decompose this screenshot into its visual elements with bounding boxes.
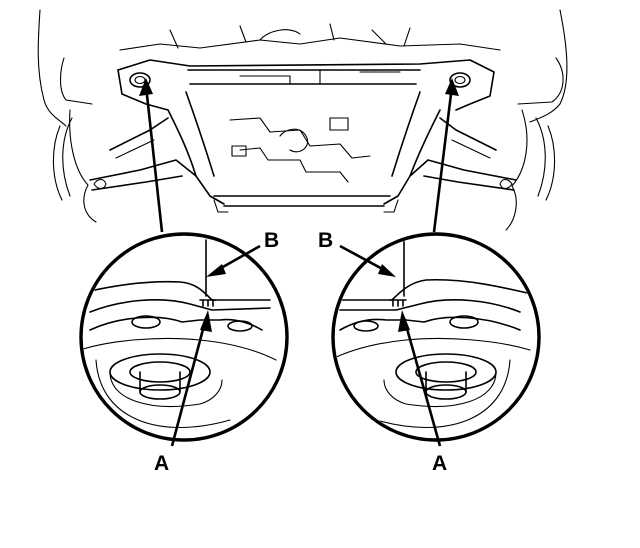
- label-left-top: B: [264, 229, 279, 252]
- leader-arrows: [139, 78, 459, 233]
- label-right-bottom: A: [432, 452, 447, 475]
- label-right-top: B: [318, 229, 333, 252]
- detail-circle-left: B A: [79, 229, 289, 475]
- subframe-illustration: [37, 9, 568, 231]
- detail-circle-right: B A: [318, 229, 541, 475]
- label-left-bottom: A: [154, 452, 169, 475]
